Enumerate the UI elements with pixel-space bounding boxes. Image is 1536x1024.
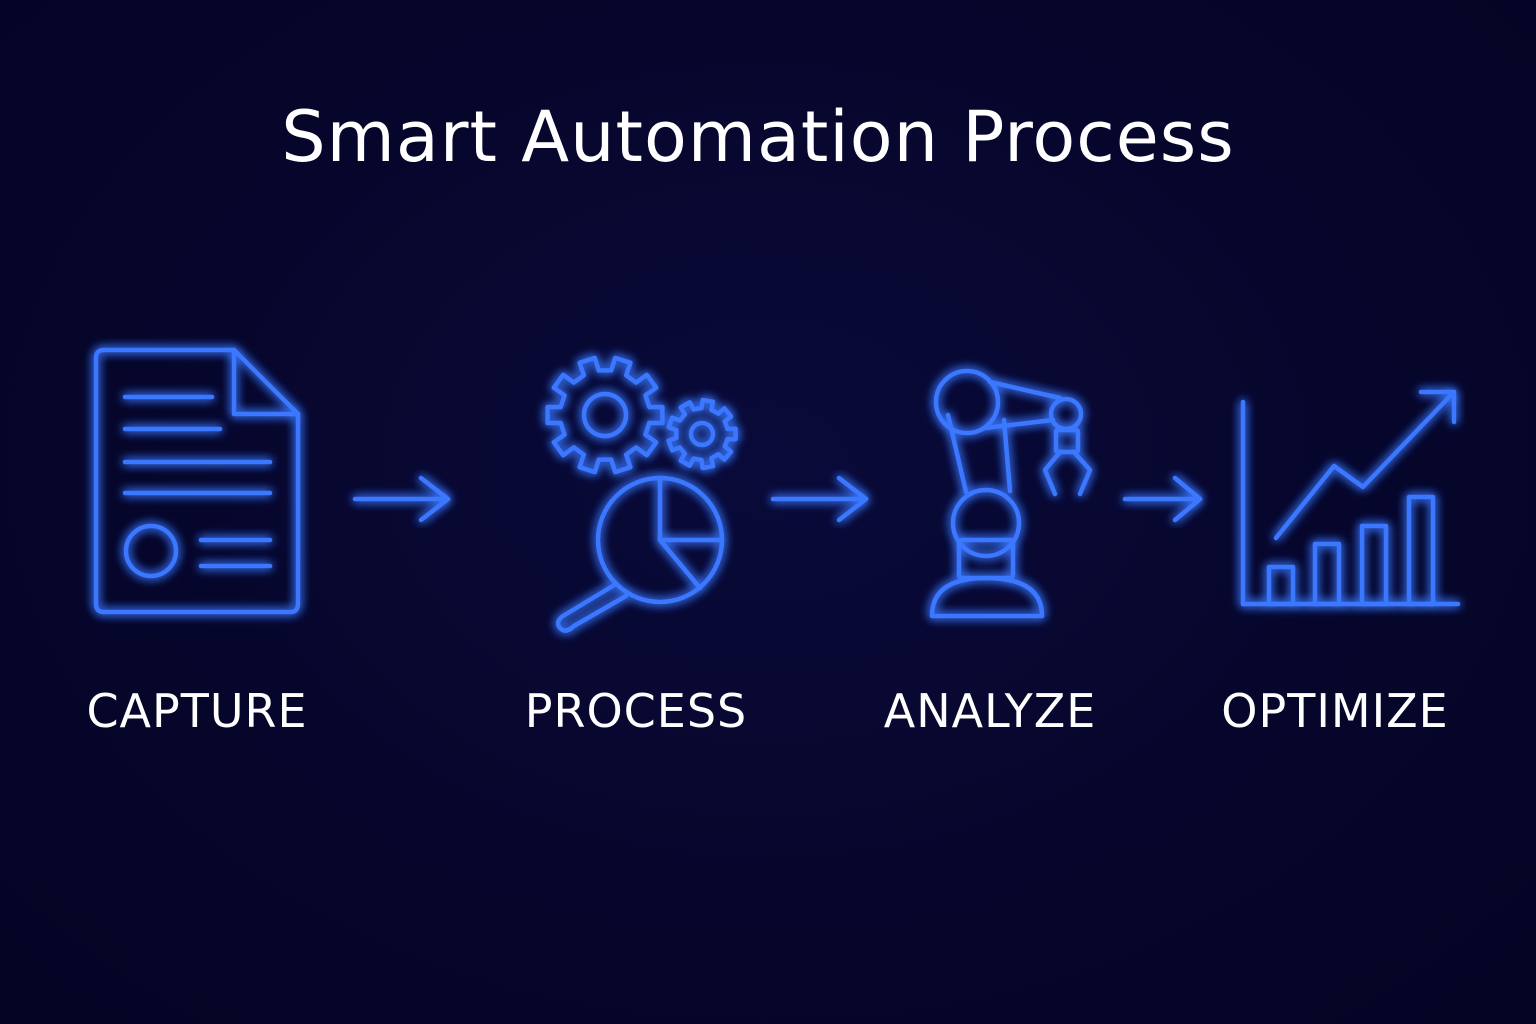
step-label-process: PROCESS bbox=[524, 684, 748, 738]
arrow-right-icon bbox=[770, 475, 869, 523]
step-label-analyze: ANALYZE bbox=[883, 684, 1097, 738]
growth-chart-icon bbox=[1240, 389, 1461, 607]
step-label-capture: CAPTURE bbox=[86, 684, 308, 738]
document-icon bbox=[93, 347, 301, 615]
page-title: Smart Automation Process bbox=[281, 96, 1235, 178]
arrow-right-icon bbox=[352, 475, 451, 523]
robot-arm-icon bbox=[929, 368, 1093, 619]
gears-magnifier-icon bbox=[545, 355, 738, 633]
step-label-optimize: OPTIMIZE bbox=[1221, 684, 1449, 738]
arrow-right-icon bbox=[1122, 475, 1203, 523]
